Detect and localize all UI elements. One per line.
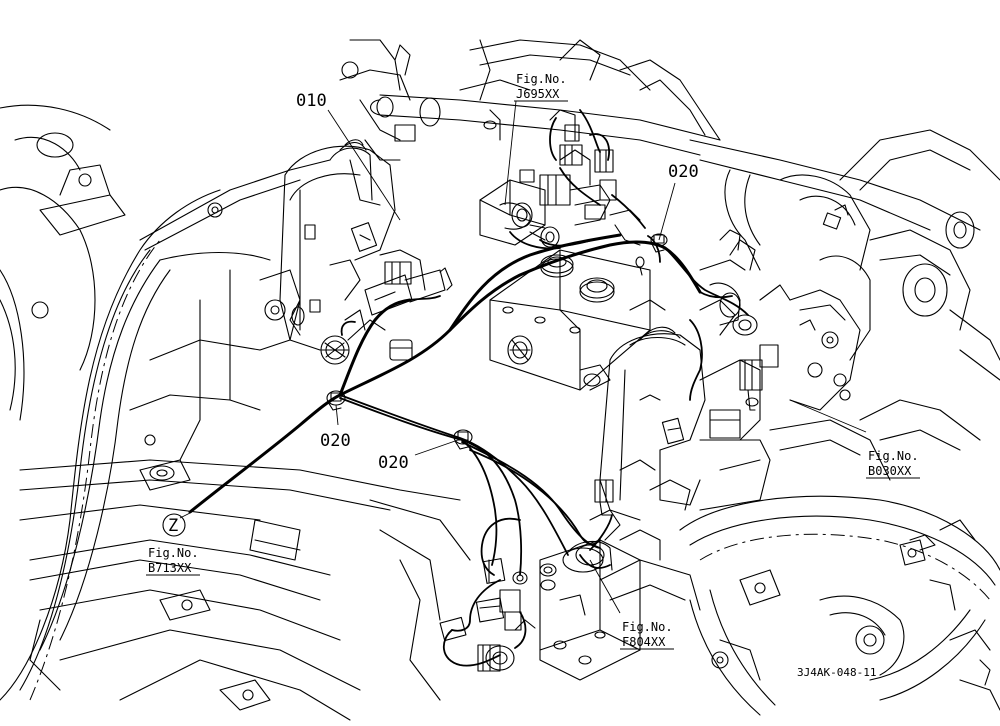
fig-ref-j695: Fig.No. J695XX — [514, 72, 568, 102]
fig-ref-j695-line2: J695XX — [516, 87, 560, 101]
drawing-code: 3J4AK-048-11 — [797, 666, 876, 679]
leader-020-left — [335, 404, 339, 426]
leader-020-center — [414, 439, 459, 456]
harness-branch-lower-3 — [461, 439, 498, 566]
harness-branch-right — [664, 247, 749, 316]
lift-arm-assembly — [689, 129, 1000, 481]
leader-j695 — [504, 100, 517, 206]
fig-ref-f804: Fig.No. F804XX — [620, 620, 674, 650]
part-label-020-top: 020 — [668, 162, 699, 182]
left-valve-unit — [279, 139, 453, 365]
harness-branch-lower-5 — [469, 449, 601, 546]
main-harness-trunk — [188, 240, 702, 514]
part-label-010: 010 — [296, 91, 327, 111]
connection-marker-z: Z — [162, 513, 186, 537]
harness-branch-lower-2 — [339, 397, 523, 576]
harness-branch-upper — [448, 233, 622, 332]
clutch-housing-drawing — [0, 104, 221, 701]
harness-branch-lower-1 — [339, 394, 569, 556]
leader-f804 — [589, 559, 621, 614]
fig-ref-b030: Fig.No. B030XX — [866, 449, 920, 479]
harness-loop-connectors — [480, 517, 521, 576]
fig-ref-b713: Fig.No. B713XX — [146, 546, 200, 576]
leader-010 — [327, 109, 401, 221]
fig-ref-j695-line1: Fig.No. — [516, 72, 567, 86]
fig-ref-b713-line2: B713XX — [148, 561, 192, 575]
harness-branch-left-valve — [338, 298, 412, 397]
harness-clamps — [326, 233, 668, 450]
clamp-020-center — [453, 429, 473, 450]
leader-b030 — [789, 399, 867, 433]
clamp-020-top — [635, 233, 668, 276]
fig-ref-f804-line2: F804XX — [622, 635, 666, 649]
leader-020-top — [658, 182, 676, 241]
control-valve-block — [489, 249, 666, 391]
upper-shaft-assembly — [339, 39, 721, 161]
part-label-020-left: 020 — [320, 431, 351, 451]
clamp-020-left — [326, 390, 346, 411]
fig-ref-b713-line1: Fig.No. — [148, 546, 199, 560]
lower-valve-block — [439, 479, 641, 681]
part-label-020-center: 020 — [378, 453, 409, 473]
fig-ref-b030-line1: Fig.No. — [868, 449, 919, 463]
frame-drawing — [19, 459, 471, 721]
fig-ref-f804-line1: Fig.No. — [622, 620, 673, 634]
connection-marker-z-letter: Z — [168, 516, 178, 536]
wiring-harness — [188, 233, 749, 667]
fig-ref-b030-line2: B030XX — [868, 464, 912, 478]
rear-axle-hub — [599, 479, 1000, 716]
